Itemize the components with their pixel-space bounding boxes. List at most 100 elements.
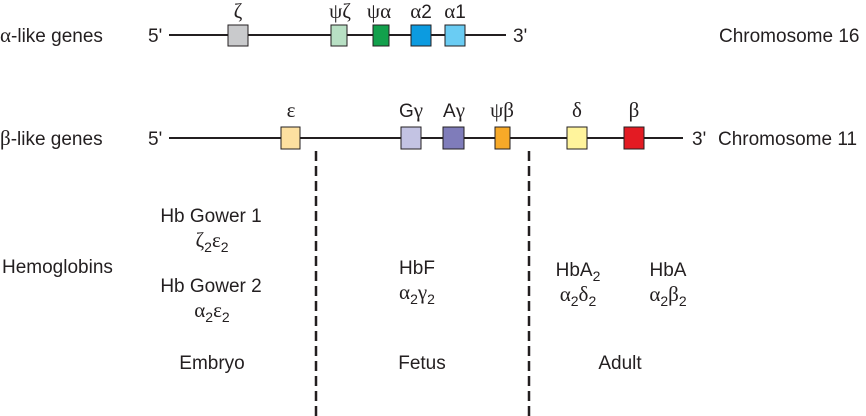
gene-box <box>444 24 466 47</box>
alpha-three-prime-label: 3' <box>513 26 527 47</box>
gene-zeta: ζ <box>227 0 249 47</box>
alpha-locus-label: α-like genes <box>0 23 103 47</box>
chain-formula: α2ε2 <box>194 298 230 325</box>
gene-label: δ <box>572 98 582 122</box>
hemoglobin-gower-2: Hb Gower 2 α2ε2 <box>160 276 261 325</box>
greek-symbol: ζ <box>234 0 243 23</box>
beta-three-prime-label: 3' <box>692 129 706 150</box>
gene-label: ψα <box>367 0 391 23</box>
gene-label: Gγ <box>399 98 423 122</box>
hemoglobin-f: HbF α2γ2 <box>399 258 435 307</box>
chain-formula: α2β2 <box>649 282 687 309</box>
chain-symbol: ε <box>213 298 222 322</box>
hemoglobin-name: Hb Gower 1 <box>160 206 261 227</box>
chain-count: 2 <box>204 239 212 255</box>
gene-delta: δ <box>566 98 588 150</box>
stage-label-adult: Adult <box>598 353 642 374</box>
hemoglobin-name: HbF <box>399 258 435 279</box>
chain-symbol: α <box>649 282 660 306</box>
gene-alpha1: α1 <box>444 0 466 47</box>
gene-a-gamma: Aγ <box>442 98 465 150</box>
alpha-five-prime-label: 5' <box>148 26 162 47</box>
label-text: A <box>443 101 456 122</box>
beta-locus: β-like genes 5' 3' Chromosome 11 ε Gγ Aγ… <box>0 98 857 150</box>
label-text: -like genes <box>11 129 103 150</box>
chain-count: 2 <box>571 293 579 309</box>
chain-symbol: α <box>194 298 205 322</box>
greek-symbol: δ <box>572 98 582 122</box>
chain-count: 2 <box>588 293 596 309</box>
chain-count: 2 <box>679 293 687 309</box>
gene-psi-alpha: ψα <box>367 0 391 47</box>
gene-box <box>227 24 249 47</box>
gene-box <box>494 126 511 150</box>
greek-symbol: α <box>444 0 455 23</box>
greek-symbol: β <box>629 98 640 122</box>
gene-label: ψβ <box>490 98 514 122</box>
chain-symbol: ε <box>212 228 221 252</box>
gene-box <box>442 126 465 150</box>
greek-symbol: γ <box>455 98 465 122</box>
chain-count: 2 <box>410 291 418 307</box>
gene-psi-zeta: ψζ <box>329 0 351 47</box>
gene-box <box>372 24 390 47</box>
label-text: G <box>399 101 414 122</box>
chain-count: 2 <box>427 291 435 307</box>
greek-symbol: ψα <box>367 0 391 23</box>
chain-symbol: β <box>668 282 679 306</box>
beta-locus-label: β-like genes <box>0 126 103 150</box>
hemoglobin-name-subscript: 2 <box>593 268 601 284</box>
label-text: 2 <box>421 2 432 23</box>
greek-symbol: ε <box>287 98 296 122</box>
gene-label: ζ <box>234 0 243 23</box>
gene-box <box>410 24 432 47</box>
gene-label: β <box>629 98 640 122</box>
gene-alpha2: α2 <box>410 0 432 47</box>
greek-symbol: β <box>0 126 11 150</box>
stage-label-embryo: Embryo <box>179 353 244 374</box>
hemoglobin-a2: HbA2 α2δ2 <box>556 260 601 309</box>
gene-psi-beta: ψβ <box>490 98 514 150</box>
greek-symbol: α <box>410 0 421 23</box>
alpha-locus: α-like genes 5' 3' Chromosome 16 ζ ψζ ψα… <box>0 0 859 47</box>
chromosome-11-label: Chromosome 11 <box>718 129 857 150</box>
stage-labels: Embryo Fetus Adult <box>179 353 642 374</box>
hemoglobin-name: HbA2 <box>556 260 601 284</box>
greek-symbol: ψζ <box>329 0 351 23</box>
chain-count: 2 <box>222 309 230 325</box>
gene-box <box>400 126 422 150</box>
greek-symbol: α <box>0 23 11 47</box>
gene-label: Aγ <box>443 98 465 122</box>
gene-box <box>566 126 588 150</box>
gene-g-gamma: Gγ <box>399 98 423 150</box>
hemoglobin-name: HbA <box>650 260 687 281</box>
hemoglobin-name-base: HbA <box>556 260 593 281</box>
gene-box <box>330 24 348 47</box>
hemoglobins-section: Hemoglobins Hb Gower 1 ζ2ε2 Hb Gower 2 α… <box>2 206 687 325</box>
gene-epsilon: ε <box>280 98 301 150</box>
chain-formula: α2γ2 <box>399 280 435 307</box>
hemoglobins-label: Hemoglobins <box>2 257 113 278</box>
chain-count: 2 <box>221 239 229 255</box>
gene-box <box>623 126 645 150</box>
gene-label: ε <box>287 98 296 122</box>
chain-formula: ζ2ε2 <box>195 228 228 255</box>
greek-symbol: γ <box>413 98 423 122</box>
hemoglobin-a: HbA α2β2 <box>649 260 687 309</box>
chromosome-16-label: Chromosome 16 <box>719 26 859 47</box>
chain-symbol: γ <box>417 280 427 304</box>
gene-box <box>280 126 301 150</box>
chain-count: 2 <box>205 309 213 325</box>
chain-formula: α2δ2 <box>560 282 597 309</box>
chain-symbol: ζ <box>195 228 204 252</box>
gene-beta: β <box>623 98 645 150</box>
chain-symbol: δ <box>579 282 589 306</box>
greek-symbol: ψβ <box>490 98 514 122</box>
label-text: -like genes <box>11 26 103 47</box>
chain-symbol: α <box>399 280 410 304</box>
gene-label: α2 <box>410 0 432 23</box>
stage-label-fetus: Fetus <box>398 353 446 374</box>
gene-label: α1 <box>444 0 466 23</box>
hemoglobin-name: Hb Gower 2 <box>160 276 261 297</box>
